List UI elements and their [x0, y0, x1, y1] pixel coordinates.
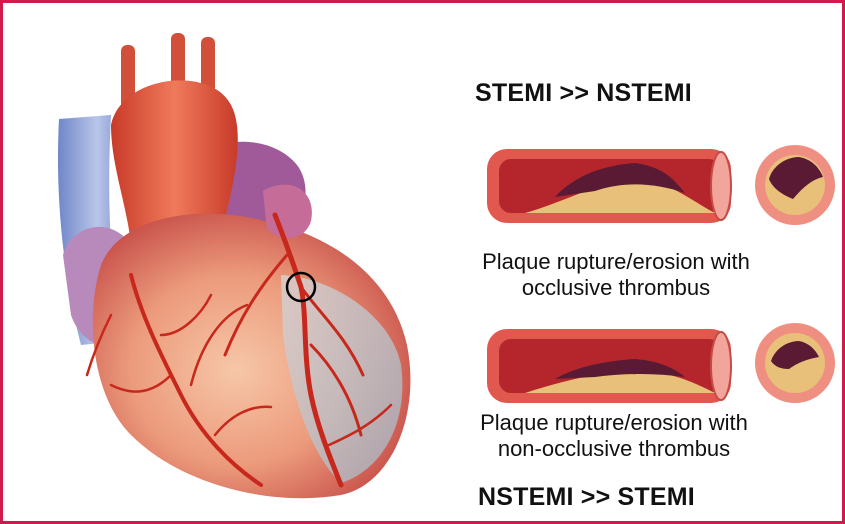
vessel-cross-section-occlusive	[753, 143, 837, 227]
caption-occlusive-line-1: Plaque rupture/erosion with	[431, 249, 801, 275]
caption-occlusive-line-2: occlusive thrombus	[431, 275, 801, 301]
heart-illustration	[11, 15, 451, 515]
heading-stemi-dominant: STEMI >> NSTEMI	[475, 79, 692, 108]
caption-occlusive: Plaque rupture/erosion with occlusive th…	[431, 249, 801, 301]
left-atrial-appendage	[263, 185, 312, 238]
vessel-longitudinal-occlusive	[485, 145, 735, 227]
caption-non-occlusive-line-1: Plaque rupture/erosion with	[429, 410, 799, 436]
vessel-longitudinal-non-occlusive	[485, 325, 735, 407]
heading-nstemi-dominant: NSTEMI >> STEMI	[478, 483, 695, 512]
caption-non-occlusive: Plaque rupture/erosion with non-occlusiv…	[429, 410, 799, 462]
vessel-cross-section-non-occlusive	[753, 321, 837, 405]
caption-non-occlusive-line-2: non-occlusive thrombus	[429, 436, 799, 462]
